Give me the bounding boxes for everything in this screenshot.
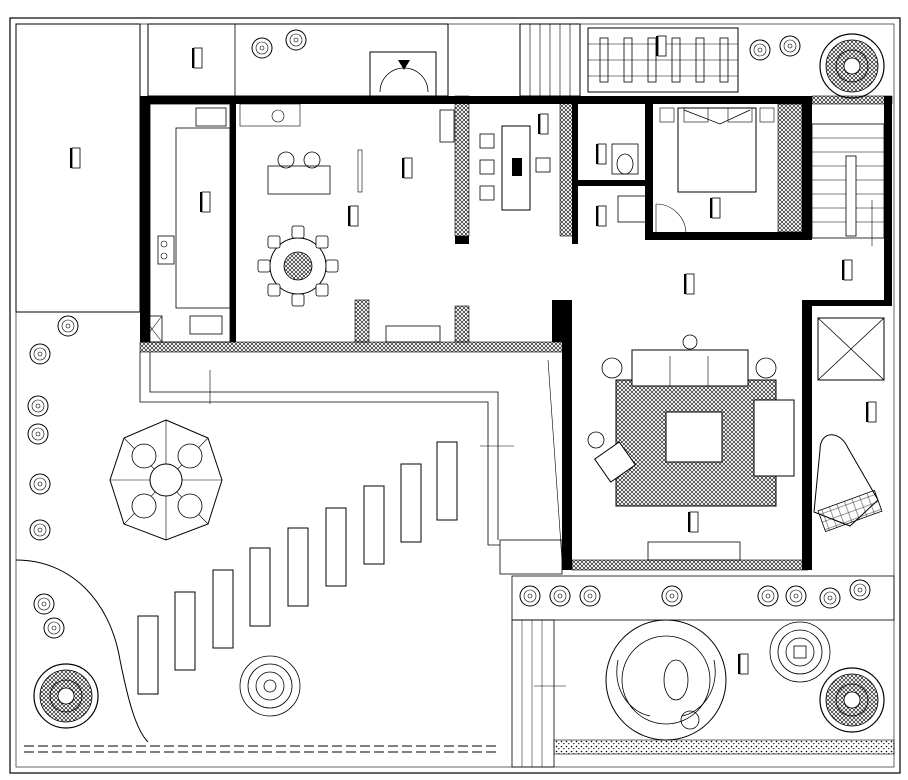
room-label-tag-icon [655,35,667,57]
site-inner-boundary [15,23,895,768]
tree-north-east [819,33,885,99]
kitchen [141,103,231,343]
interior-walls [230,95,803,343]
tree-south-west [33,663,99,729]
south-border-stripe [24,745,500,753]
gazebo [109,419,223,541]
house-walls [139,95,893,571]
north-steps [519,23,581,97]
room-label-tag-icon [709,197,721,219]
site-boundary [9,17,901,774]
room-label-tag-icon [737,653,749,675]
round-planter-left [239,655,301,717]
shrubs [27,29,871,639]
room-label-tag-icon [199,191,211,213]
room-label-tag-icon [537,113,549,135]
entry-arrow-icon [398,60,410,70]
entry-door-swing [379,67,429,93]
room-label-tag-icon [687,511,699,533]
dining-room [239,103,441,343]
room-label-tag-icon [595,205,607,227]
room-label-tag-icon [191,47,203,69]
west-garden-bed [15,559,149,743]
room-label-tag-icon [683,273,695,295]
room-label-tag-icon [401,157,413,179]
pergola [587,27,739,93]
room-label-tag-icon [69,147,81,169]
bedroom [659,103,803,233]
piano [813,434,883,533]
room-label-tag-icon [865,401,877,423]
elevator-shaft [817,317,885,381]
tree-south-east [819,667,885,733]
living-room [587,334,795,561]
staircase [811,123,885,239]
room-label-tag-icon [841,259,853,281]
room-label-tag-icon [347,205,359,227]
level-markers [209,200,873,687]
south-terrace [511,575,895,768]
study-room [439,109,551,211]
bathroom [611,143,687,235]
round-planter-right [769,621,831,683]
stepping-stones [137,441,458,695]
room-label-tags [69,35,877,675]
garden-path [139,352,563,575]
room-label-tag-icon [595,143,607,165]
